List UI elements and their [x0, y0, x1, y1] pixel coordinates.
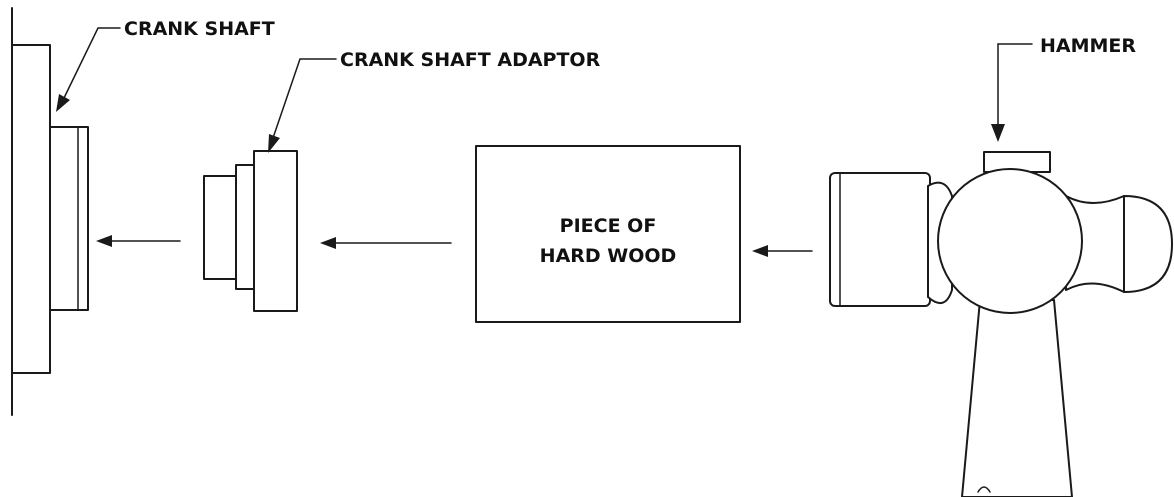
hard-wood-label-line2: HARD WOOD — [540, 245, 677, 267]
hammer-ball-peen — [1123, 195, 1173, 293]
arrow-adaptor-to-crankshaft — [96, 235, 181, 247]
crank-shaft-leader — [56, 27, 121, 112]
adaptor-leader-line — [272, 58, 337, 139]
adaptor-collar — [235, 164, 255, 290]
hammer-handle — [961, 299, 1073, 497]
arrow-wood-to-adaptor-head — [320, 237, 336, 249]
crank-shaft-adaptor — [203, 150, 298, 312]
hard-wood-block: PIECE OF HARD WOOD — [475, 145, 741, 323]
crank-shaft-adaptor-label: CRANK SHAFT ADAPTOR — [340, 49, 601, 71]
arrow-hammer-to-wood — [752, 245, 813, 257]
adaptor-nose — [203, 175, 237, 280]
hammer-head-ball — [937, 168, 1083, 314]
crank-shaft — [11, 7, 89, 416]
arrow-wood-to-adaptor — [320, 237, 452, 249]
hard-wood-rect — [475, 145, 741, 323]
adaptor-leader-arrowhead — [268, 134, 280, 153]
hammer-handle-mark — [977, 486, 991, 493]
crank-shaft-leader-line — [63, 27, 121, 99]
crank-shaft-hub — [49, 126, 89, 311]
hammer-leader — [991, 43, 1033, 142]
hammer — [829, 151, 1173, 497]
arrow-adaptor-to-crankshaft-head — [96, 235, 112, 247]
hard-wood-label-line1: PIECE OF — [560, 215, 657, 237]
crank-shaft-label: CRANK SHAFT — [124, 18, 275, 40]
crank-shaft-leader-arrowhead — [56, 94, 70, 112]
hammer-leader-arrowhead — [991, 124, 1005, 142]
hammer-flat-face — [829, 172, 931, 307]
crank-shaft-adaptor-leader — [268, 58, 337, 153]
hammer-leader-line — [997, 43, 1033, 127]
adaptor-body — [253, 150, 298, 312]
hammer-label: HAMMER — [1040, 35, 1136, 57]
crank-shaft-flange — [11, 44, 51, 374]
arrow-hammer-to-wood-head — [752, 245, 768, 257]
